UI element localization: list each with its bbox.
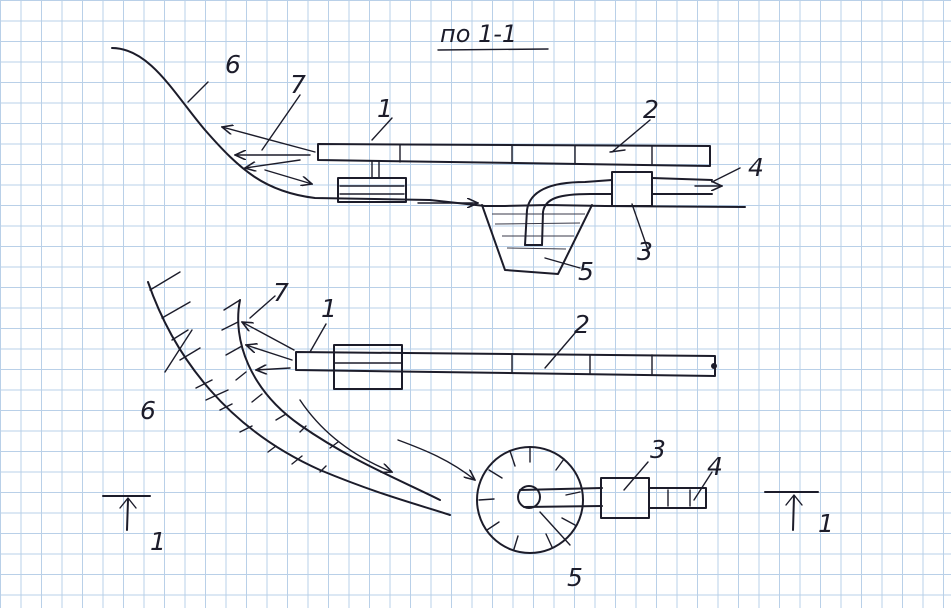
leader-1-plan bbox=[309, 323, 327, 353]
label-2-plan: 2 bbox=[574, 310, 590, 339]
label-6-plan: 6 bbox=[140, 396, 156, 425]
title-underline bbox=[437, 48, 549, 51]
arrows-7-plan bbox=[242, 295, 295, 370]
pump-3-plan bbox=[600, 461, 650, 519]
slope-edge-inner bbox=[221, 299, 441, 501]
pipe-2-elevation bbox=[317, 143, 711, 167]
outlet-pipe-4-elevation bbox=[651, 167, 741, 195]
title-text: по 1-1 bbox=[440, 20, 517, 48]
sump-5-elevation bbox=[481, 204, 593, 275]
label-3-top: 3 bbox=[637, 237, 653, 266]
label-1-top: 1 bbox=[377, 94, 393, 123]
slope-edge-outer bbox=[147, 271, 451, 516]
plan-view: 7 1 2 6 3 4 5 1 1 bbox=[102, 271, 834, 592]
outlet-pipe-4-plan bbox=[648, 471, 713, 509]
section-label-right: 1 bbox=[818, 509, 834, 538]
sump-5-plan bbox=[476, 446, 584, 554]
label-4-top: 4 bbox=[748, 153, 764, 182]
suction-pipe-plan bbox=[517, 485, 603, 509]
slope-and-ground-line bbox=[111, 47, 746, 208]
leader-2-plan bbox=[544, 332, 576, 369]
flow-arrow-plan-1 bbox=[299, 399, 392, 472]
label-5-top: 5 bbox=[578, 257, 594, 286]
leader-6-plan bbox=[164, 329, 193, 373]
label-6-top: 6 bbox=[225, 50, 241, 79]
section-title: по 1-1 bbox=[437, 20, 549, 51]
label-2-top: 2 bbox=[643, 95, 659, 124]
suction-pipe-elevation bbox=[524, 179, 613, 246]
label-7-top: 7 bbox=[290, 70, 306, 99]
leader-1-top bbox=[371, 117, 393, 141]
label-1-plan: 1 bbox=[321, 294, 337, 323]
float-unit-plan bbox=[333, 344, 403, 390]
label-7-plan: 7 bbox=[273, 278, 289, 307]
pump-3-elevation bbox=[611, 171, 653, 251]
label-5-plan: 5 bbox=[567, 563, 583, 592]
float-unit-elevation bbox=[337, 160, 407, 203]
slope-leader-6 bbox=[187, 81, 209, 103]
leader-2-top bbox=[611, 119, 651, 153]
flow-arrow-plan-2 bbox=[397, 439, 475, 480]
section-mark-right: 1 bbox=[764, 491, 834, 538]
label-4-plan: 4 bbox=[707, 452, 723, 481]
section-label-left: 1 bbox=[150, 527, 166, 556]
label-3-plan: 3 bbox=[650, 435, 666, 464]
pipe-2-plan bbox=[295, 351, 717, 377]
arrows-7-elevation bbox=[222, 94, 316, 184]
section-mark-left: 1 bbox=[102, 495, 166, 556]
elevation-view: 6 7 1 2 4 3 5 bbox=[111, 47, 764, 286]
